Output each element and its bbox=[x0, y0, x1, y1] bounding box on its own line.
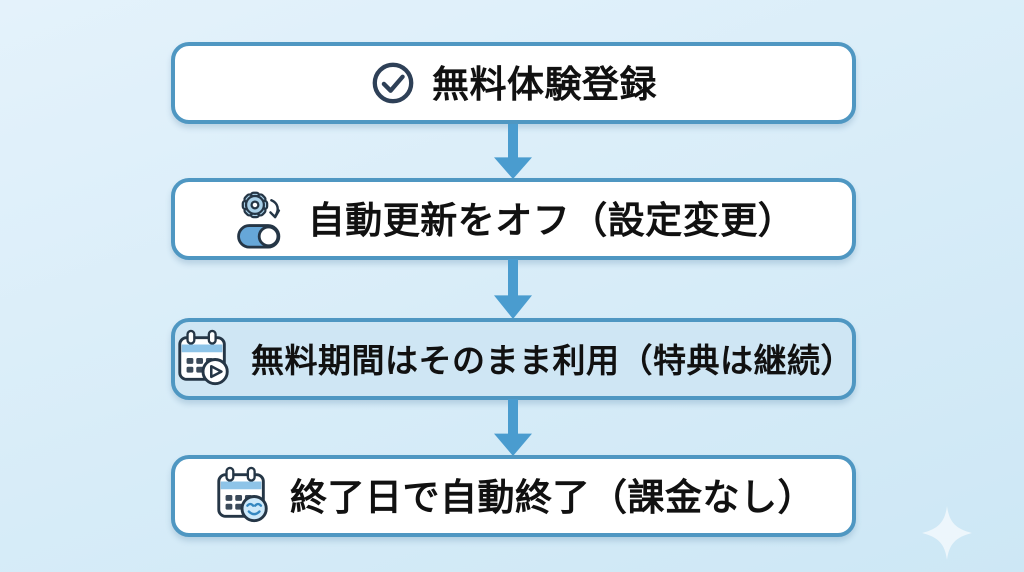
down-arrow-icon bbox=[493, 124, 533, 179]
step-label: 自動更新をオフ（設定変更） bbox=[307, 199, 796, 241]
check-circle-icon bbox=[370, 60, 416, 106]
calendar-play-icon bbox=[173, 328, 235, 390]
sparkle-icon bbox=[918, 505, 976, 563]
step-label: 無料期間はそのまま利用（特典は継続） bbox=[251, 341, 854, 379]
flow-step-auto-end-no-charge: 終了日で自動終了（課金なし） bbox=[171, 455, 856, 537]
calendar-smile-icon bbox=[212, 465, 274, 527]
down-arrow-icon bbox=[493, 399, 533, 456]
flow-step-free-trial-signup: 無料体験登録 bbox=[171, 42, 856, 124]
down-arrow-icon bbox=[493, 259, 533, 319]
flow-step-turn-off-auto-renew: 自動更新をオフ（設定変更） bbox=[171, 178, 856, 260]
gear-toggle-icon bbox=[232, 189, 292, 249]
step-label: 無料体験登録 bbox=[432, 63, 657, 105]
step-label: 終了日で自動終了（課金なし） bbox=[290, 476, 815, 518]
flow-step-use-free-period: 無料期間はそのまま利用（特典は継続） bbox=[171, 318, 856, 400]
